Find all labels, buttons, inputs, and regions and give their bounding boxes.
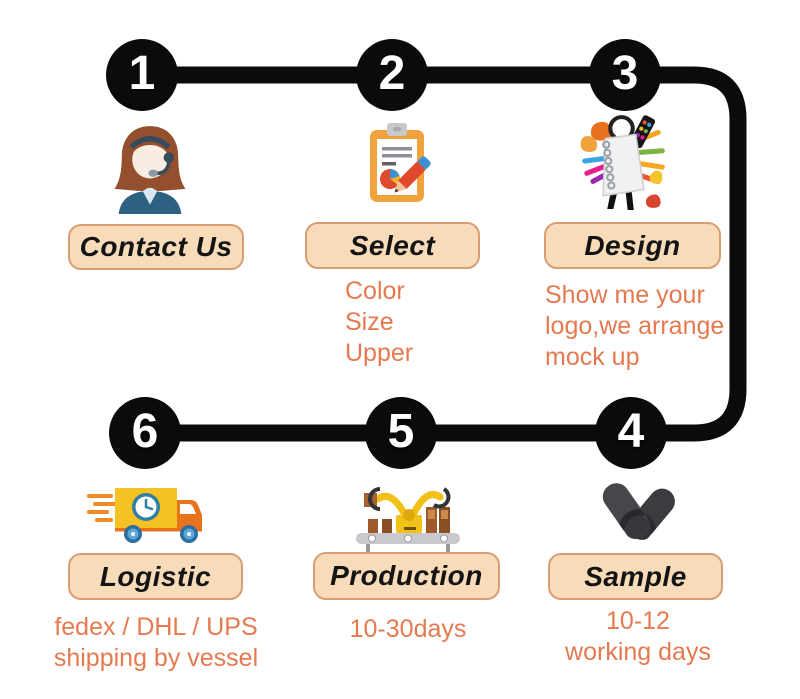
step-number: 1 bbox=[128, 47, 156, 100]
step-label-pill-select: Select bbox=[305, 222, 480, 269]
step-label: Logistic bbox=[99, 560, 212, 592]
slippers-icon bbox=[597, 470, 679, 554]
step-note-design: Show me your logo,we arrange mock up bbox=[545, 281, 725, 371]
step-note-sample: 10-12 working days bbox=[565, 607, 711, 666]
step-circle-2: 2 bbox=[356, 39, 428, 111]
sketchbook-art-icon bbox=[572, 110, 670, 212]
step-number: 6 bbox=[131, 405, 159, 458]
step-label-pill-logistic: Logistic bbox=[68, 553, 243, 600]
step-label-pill-sample: Sample bbox=[548, 553, 723, 600]
step-number: 2 bbox=[378, 47, 406, 100]
step-label-pill-contact-us: Contact Us bbox=[68, 224, 244, 270]
step-label: Contact Us bbox=[79, 231, 233, 262]
support-agent-icon bbox=[108, 122, 192, 214]
step-note-production: 10-30days bbox=[349, 615, 467, 643]
step-number: 4 bbox=[617, 405, 645, 458]
step-label: Select bbox=[349, 229, 436, 261]
step-label: Design bbox=[584, 229, 681, 261]
step-number: 5 bbox=[387, 405, 415, 458]
step-circle-6: 6 bbox=[109, 397, 181, 469]
step-number: 3 bbox=[611, 47, 639, 100]
step-label: Production bbox=[330, 560, 483, 591]
step-circle-1: 1 bbox=[106, 39, 178, 111]
step-note-select: Color Size Upper bbox=[345, 277, 414, 367]
step-note-logistic: fedex / DHL / UPS shipping by vessel bbox=[53, 613, 259, 672]
step-label-pill-design: Design bbox=[544, 222, 721, 269]
step-circle-4: 4 bbox=[595, 397, 667, 469]
step-label: Sample bbox=[584, 560, 687, 592]
step-circle-5: 5 bbox=[365, 397, 437, 469]
delivery-truck-icon bbox=[85, 478, 215, 552]
robot-arm-assembly-icon bbox=[352, 477, 464, 555]
step-circle-3: 3 bbox=[589, 39, 661, 111]
step-label-pill-production: Production bbox=[313, 552, 500, 600]
clipboard-pencil-icon bbox=[354, 120, 444, 208]
